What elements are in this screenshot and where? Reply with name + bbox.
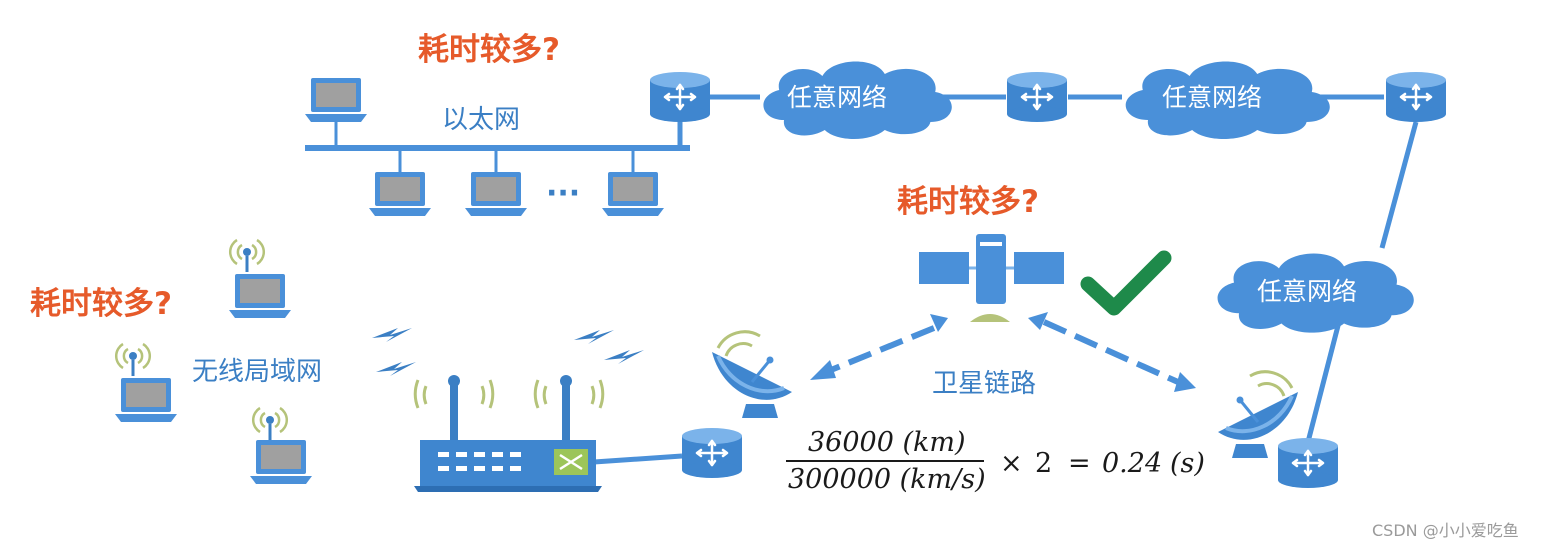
lightning-icon [604, 350, 644, 364]
wireless-access-point [413, 375, 605, 492]
lightning-icon [372, 328, 412, 342]
arrow-head [810, 360, 836, 380]
router-icon [1276, 436, 1340, 490]
wireless-lan-label: 无线局域网 [192, 357, 322, 387]
ethernet-laptop-icon [369, 172, 431, 216]
router-icon [1384, 70, 1448, 124]
router-icon [1005, 70, 1069, 124]
wireless-lan: 无线局域网 [114, 238, 644, 484]
cloud-label: 任意网络 [1257, 277, 1357, 306]
arbitrary-network-cloud: 任意网络 [763, 61, 952, 139]
ethernet-laptop-icon [602, 172, 664, 216]
formula-unit: (s) [1170, 448, 1205, 479]
wireless-laptop-icon [115, 378, 177, 422]
ethernet-segment: 以太网 ··· [305, 78, 690, 216]
formula-factor: 2 [1035, 448, 1052, 479]
time-consuming-label: 耗时较多? [418, 32, 560, 68]
arbitrary-network-cloud: 任意网络 [1217, 253, 1414, 333]
formula-denominator: 300000 (km/s) [788, 464, 986, 495]
cloud-label: 任意网络 [1162, 83, 1262, 112]
time-consuming-label: 耗时较多? [897, 184, 1039, 220]
satellite-icon [919, 234, 1064, 322]
arrow-head [1028, 312, 1048, 330]
formula-equals: = [1068, 448, 1091, 479]
router-icon [680, 426, 744, 480]
watermark: CSDN @小小爱吃鱼 [1372, 521, 1519, 540]
lightning-icon [376, 362, 416, 376]
satellite-link-arrows [824, 319, 1180, 385]
checkmark-icon [1080, 250, 1172, 316]
lightning-icon [574, 330, 614, 344]
ellipsis-label: ··· [546, 176, 580, 211]
wireless-laptop-icon [229, 274, 291, 318]
router-icon [648, 70, 712, 124]
time-consuming-label: 耗时较多? [30, 286, 172, 322]
network-links [593, 94, 1419, 465]
ethernet-laptop-icon [305, 78, 367, 122]
arrow-head [1174, 372, 1196, 392]
cloud-label: 任意网络 [787, 83, 887, 112]
satellite-dish-icon [1216, 370, 1300, 460]
formula-numerator: 36000 (km) [808, 427, 966, 458]
arbitrary-network-cloud: 任意网络 [1125, 61, 1330, 139]
formula-times: × [1000, 448, 1023, 479]
satellite-link-label: 卫星链路 [932, 369, 1036, 399]
propagation-delay-formula: 36000 (km) 300000 (km/s) × 2 = 0.24 (s) [786, 427, 1205, 495]
satellite-dish-icon [710, 330, 794, 420]
arrow-head [930, 314, 948, 332]
ethernet-laptop-icon [465, 172, 527, 216]
wireless-laptop-icon [250, 440, 312, 484]
ethernet-label: 以太网 [442, 105, 520, 135]
formula-result: 0.24 [1102, 448, 1162, 479]
